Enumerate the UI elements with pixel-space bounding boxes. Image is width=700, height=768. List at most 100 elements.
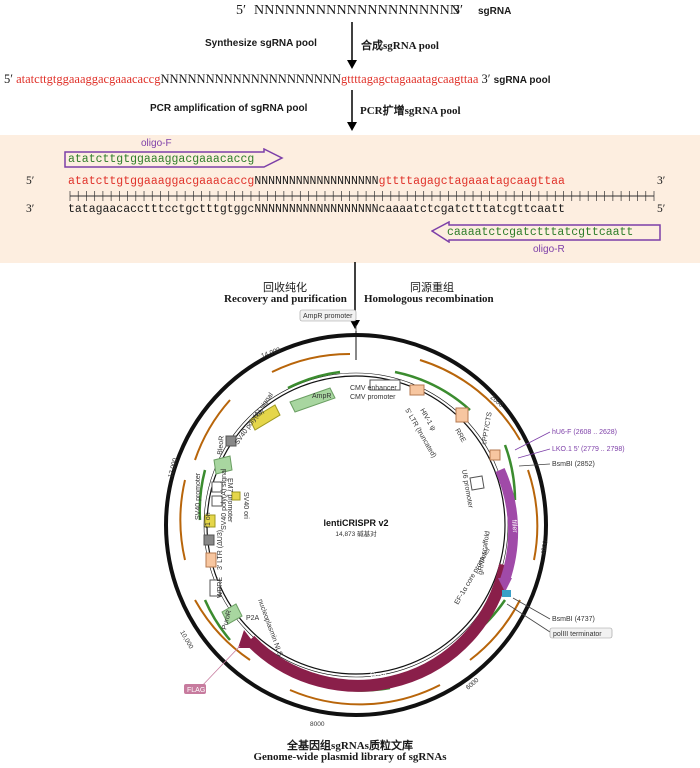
pool-prime3: 3′: [481, 72, 491, 86]
oligo-f-sequence: atatcttgtggaaaggacgaaacaccg: [68, 153, 255, 166]
filler-feature: [495, 467, 519, 582]
down-arrow-2: [347, 90, 357, 131]
bottom-strand-prime3: 3′: [26, 203, 35, 215]
oligo-f-box: [64, 148, 284, 168]
flag-box: [184, 684, 206, 694]
top-strand-prime3: 3′: [657, 175, 666, 187]
em7-label: EM7 promoter: [226, 478, 233, 523]
sv40p-feature: [211, 495, 223, 507]
sgrna-sequence: NNNNNNNNNNNNNNNNNNNN: [254, 3, 461, 18]
green-arc-6: [203, 599, 231, 641]
bsmbi1-label: BsmBI (2852): [552, 461, 595, 468]
step3-en-left: Recovery and purification: [224, 293, 347, 305]
top-strand-sequence: atatcttgtggaaaggacgaaacaccgNNNNNNNNNNNNN…: [68, 175, 565, 188]
orange-arc-6: [194, 599, 251, 661]
cmv-feature: [369, 379, 401, 391]
pool-label: sgRNA pool: [493, 75, 551, 86]
green-arc-7: [198, 469, 207, 521]
green-arc-1: [287, 370, 341, 390]
orange-arc-8: [194, 399, 231, 461]
orange-arc-2: [419, 359, 521, 441]
ampr-label: AmpR: [312, 393, 331, 400]
tick-4000: 4000: [540, 540, 549, 556]
base-pair-ladder: [69, 191, 655, 201]
sv40pa-feature: [225, 435, 237, 447]
step3-cn-right: 同源重组: [410, 282, 454, 294]
ltr3-feature: [205, 552, 217, 568]
puror-feature: [221, 603, 243, 625]
bottom-strand-sequence: tatagaacacctttcctgctttgtggcNNNNNNNNNNNNN…: [68, 203, 565, 216]
cas9-label: Cas9: [370, 672, 386, 679]
tick-10000: 10,000: [178, 630, 194, 651]
top-strand-right: gttttagagctagaaatagcaagttaa: [378, 175, 565, 188]
ampr-feature: [289, 387, 336, 413]
plasmid-size: 14,873 碱基对: [335, 529, 377, 538]
f1-feature: [204, 514, 216, 528]
step1-cn-label: 合成sgRNA pool: [361, 40, 439, 52]
sgrna-label: sgRNA: [478, 6, 512, 17]
bsmbi2-label: BsmBI (4737): [552, 616, 595, 623]
step1-en-label: Synthesize sgRNA pool: [205, 38, 317, 49]
pool-sequence-line: 5′ atatcttgtggaaaggacgaaacaccgNNNNNNNNNN…: [4, 72, 551, 87]
sv40ori-feature: [231, 491, 241, 501]
ori-feature: [249, 404, 281, 431]
hu6f-label: hU6-F (2608 .. 2628): [552, 429, 617, 436]
poliii-label: polIII terminator: [553, 631, 602, 638]
orange-arc-1: [271, 352, 351, 373]
orange-arc-3: [527, 469, 539, 561]
bleor-label: BleoR: [217, 436, 226, 456]
oligo-f-label: oligo-F: [141, 138, 172, 149]
plasmid-map: AmpR promoter AmpR CMV enhancer CMV prom…: [164, 309, 625, 728]
puror-label: PuroR: [221, 610, 233, 631]
sv40p-label: SV40 promoter: [195, 472, 202, 520]
orange-arc-5: [289, 684, 441, 706]
ltr3-label: 3′ LTR (ΔU3): [217, 530, 224, 570]
wpre-label: WPRE: [217, 577, 224, 598]
rre-feature: [455, 407, 469, 423]
u6-feature: [469, 475, 485, 491]
oligo-r-box: [431, 221, 661, 243]
f1-label: f1 ori: [205, 512, 212, 528]
pool-right-flank: gttttagagctagaaatagcaagttaa: [341, 72, 479, 86]
ltr5-feature: [409, 384, 425, 396]
em7-feature: [211, 481, 223, 493]
poliii-box: [549, 627, 613, 639]
top-strand-n: NNNNNNNNNNNNNNNNNN: [254, 175, 379, 188]
orange-arc-7: [179, 479, 186, 561]
tick-14000: 14,000: [260, 346, 281, 360]
cmv-promoter-label: CMV promoter: [350, 394, 396, 401]
step2-cn-label: PCR扩增sgRNA pool: [360, 105, 461, 117]
cas9-feature: [245, 563, 511, 692]
step3-en-right: Homologous recombination: [364, 293, 494, 305]
pool-left-flank: atatcttgtggaaaggacgaaacaccg: [16, 72, 161, 86]
pool-prime5: 5′: [4, 72, 13, 86]
wpre-feature: [209, 579, 221, 597]
ampr-promoter-box: [299, 309, 357, 322]
cmv-enhancer-label: CMV enhancer: [350, 385, 397, 392]
footer-en: Genome-wide plasmid library of sgRNAs: [253, 751, 447, 763]
top-strand-left: atatcttgtggaaaggacgaaacaccg: [68, 175, 255, 188]
flag-label: FLAG: [187, 687, 205, 694]
sv40pa2-label: SV40 poly(A) signal: [221, 468, 228, 530]
bottom-strand-prime5: 5′: [657, 203, 666, 215]
sv40pa2-feature: [203, 534, 215, 546]
ampr-promoter-label: AmpR promoter: [303, 313, 353, 320]
green-arc-3: [503, 444, 517, 501]
green-arc-2: [394, 370, 471, 411]
lko-label: LKO.1 5′ (2779 .. 2798): [552, 446, 625, 453]
orange-arc-4: [469, 599, 521, 661]
step2-en-label: PCR amplification of sgRNA pool: [150, 103, 308, 114]
p2a-label: P2A: [246, 615, 260, 622]
cppt-label: cPPT/CTS: [481, 411, 494, 445]
ltr5-label: 5′ LTR (truncated): [403, 408, 437, 460]
sgrna-prime5: 5′: [236, 3, 247, 18]
sv40ori-label: SV40 ori: [242, 492, 249, 519]
ori-label: ori: [256, 409, 267, 419]
footer-cn: 全基因组sgRNAs质粒文库: [287, 740, 413, 752]
plasmid-name: lentiCRISPR v2: [323, 518, 388, 528]
grna-scaffold-marker: [502, 590, 511, 597]
filler-label: filler: [510, 520, 518, 534]
cppt-feature: [489, 449, 501, 461]
down-arrow-1: [347, 22, 357, 69]
tick-12000: 12,000: [167, 457, 179, 478]
